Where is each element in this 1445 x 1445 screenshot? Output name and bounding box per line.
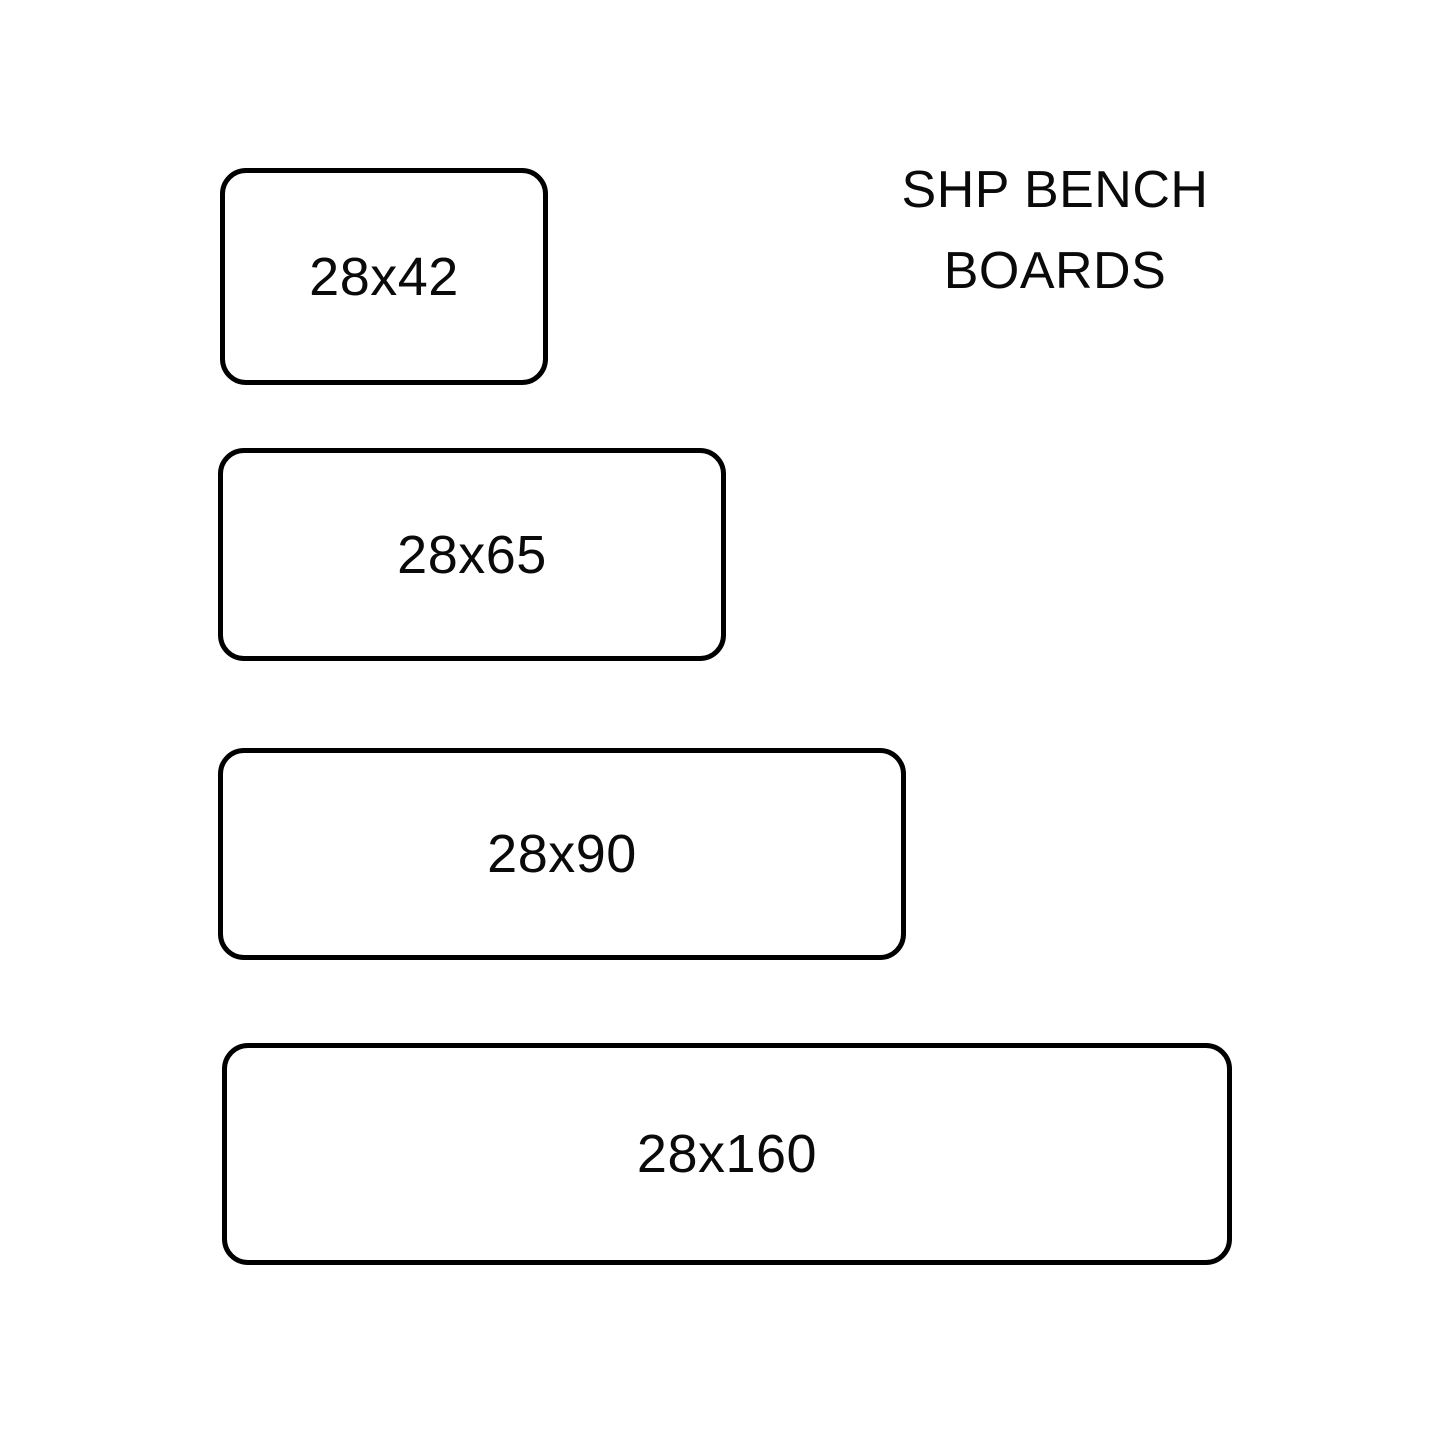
board-28x65-label: 28x65 (397, 524, 547, 585)
board-28x42: 28x42 (220, 168, 548, 385)
diagram-title: SHP BENCH BOARDS (870, 150, 1240, 312)
board-28x160-label: 28x160 (636, 1124, 818, 1184)
board-28x65: 28x65 (218, 448, 726, 661)
diagram-title-line-1: SHP BENCH (901, 161, 1209, 219)
board-28x90-label: 28x90 (487, 824, 637, 884)
board-28x90: 28x90 (218, 748, 906, 960)
board-28x160: 28x160 (222, 1043, 1232, 1265)
board-28x42-label: 28x42 (309, 246, 459, 307)
diagram-title-line-2: BOARDS (943, 242, 1167, 300)
